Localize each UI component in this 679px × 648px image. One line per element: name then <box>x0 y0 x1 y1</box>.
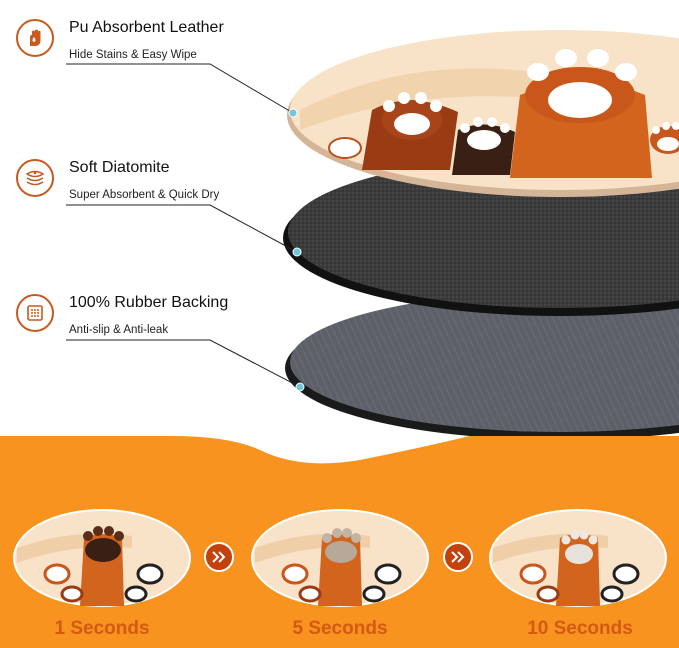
paw-brown-icon <box>362 92 458 170</box>
feature-title: Pu Absorbent Leather <box>69 19 224 36</box>
feature-title: 100% Rubber Backing <box>69 294 229 311</box>
feature-leather: Pu Absorbent Leather Hide Stains & Easy … <box>16 19 246 79</box>
feature-subtitle: Anti-slip & Anti-leak <box>69 324 169 336</box>
stage-1-caption: 1 Seconds <box>54 618 150 639</box>
feature-diatomite: Soft Diatomite Super Absorbent & Quick D… <box>16 159 246 219</box>
grid-square-icon <box>16 294 54 332</box>
rubber-marker-dot <box>295 382 305 392</box>
feature-rubber: 100% Rubber Backing Anti-slip & Anti-lea… <box>16 294 246 354</box>
paw-dark-icon <box>452 117 515 175</box>
stage-1-thumbnail <box>13 509 191 607</box>
feature-subtitle: Hide Stains & Easy Wipe <box>69 49 197 61</box>
leather-marker-dot <box>288 108 298 118</box>
hand-drop-icon <box>16 19 54 57</box>
paw-right-icon <box>650 122 679 154</box>
leather-top-layer <box>287 30 679 197</box>
diatomite-marker-dot <box>292 247 302 257</box>
paw-left-partial-icon <box>328 137 362 159</box>
layers-icon <box>16 159 54 197</box>
leader-lines <box>66 63 301 388</box>
stage-3-caption: 10 Seconds <box>527 618 633 639</box>
next-arrow-2-icon <box>443 542 473 572</box>
feature-subtitle: Super Absorbent & Quick Dry <box>69 189 220 201</box>
next-arrow-1-icon <box>204 542 234 572</box>
stage-2-caption: 5 Seconds <box>292 618 388 639</box>
paw-orange-big-icon <box>510 49 652 178</box>
stage-3-thumbnail <box>489 509 667 607</box>
rubber-backing-layer <box>285 292 679 440</box>
stage-2-thumbnail <box>251 509 429 607</box>
feature-title: Soft Diatomite <box>69 159 170 176</box>
mat-layers-illustration <box>66 30 679 440</box>
